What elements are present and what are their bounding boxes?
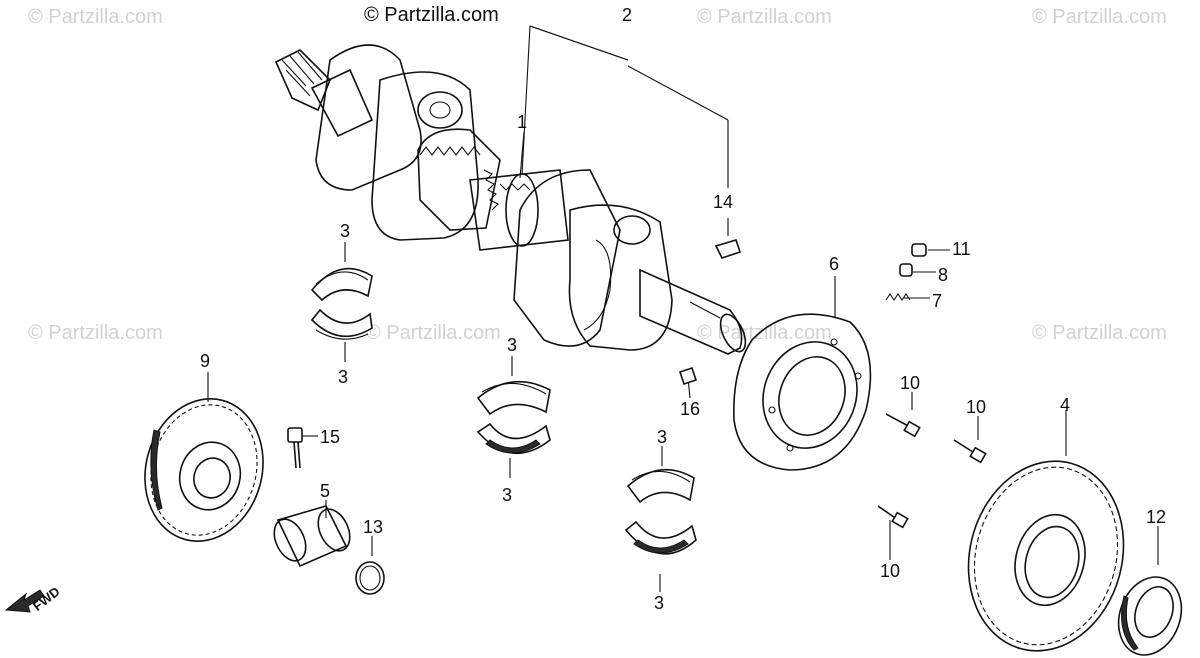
callout-10: 10 [900, 373, 921, 393]
callout-15: 15 [320, 427, 341, 447]
dowel-pin-16 [678, 366, 698, 386]
callout-8: 8 [938, 265, 949, 285]
callout-2: 2 [622, 5, 633, 25]
gear-4 [967, 460, 1125, 652]
sleeve-5 [273, 505, 351, 568]
watermark: © Partzilla.com [697, 322, 832, 344]
watermark: © Partzilla.com [1032, 322, 1167, 344]
callout-1: 1 [517, 112, 528, 132]
bolts-10 [877, 413, 987, 529]
callout-10: 10 [880, 561, 901, 581]
watermark: © Partzilla.com [1032, 6, 1167, 28]
o-ring-13 [355, 561, 385, 595]
bolt-15 [287, 427, 303, 469]
leader-lines [207, 25, 1159, 592]
roller-assembly [885, 243, 927, 301]
callout-3: 3 [654, 593, 665, 613]
fwd-arrow [4, 589, 45, 613]
watermark: © Partzilla.com [28, 322, 163, 344]
callout-16: 16 [680, 399, 701, 419]
watermark: © Partzilla.com [28, 6, 163, 28]
woodruff-key-14 [714, 239, 742, 259]
callout-3: 3 [502, 485, 513, 505]
callout-11: 11 [952, 239, 971, 259]
watermark: © Partzilla.com [366, 322, 501, 344]
callout-4: 4 [1060, 395, 1071, 415]
callout-10: 10 [966, 397, 987, 417]
brand-label: © Partzilla.com [364, 4, 499, 26]
gear-9 [144, 398, 264, 542]
callout-3: 3 [340, 221, 351, 241]
callout-3: 3 [507, 335, 518, 355]
bearing-shells [310, 267, 697, 555]
callout-13: 13 [363, 517, 384, 537]
crankshaft [274, 44, 747, 355]
callout-3: 3 [657, 427, 668, 447]
bushing-12 [1117, 576, 1183, 656]
watermark: © Partzilla.com [697, 6, 832, 28]
flywheel-ring [733, 313, 872, 471]
callout-14: 14 [713, 192, 734, 212]
callout-5: 5 [320, 481, 331, 501]
callout-6: 6 [829, 254, 840, 274]
callout-12: 12 [1146, 507, 1167, 527]
callout-9: 9 [200, 351, 211, 371]
callout-7: 7 [932, 291, 943, 311]
callout-3: 3 [338, 367, 349, 387]
